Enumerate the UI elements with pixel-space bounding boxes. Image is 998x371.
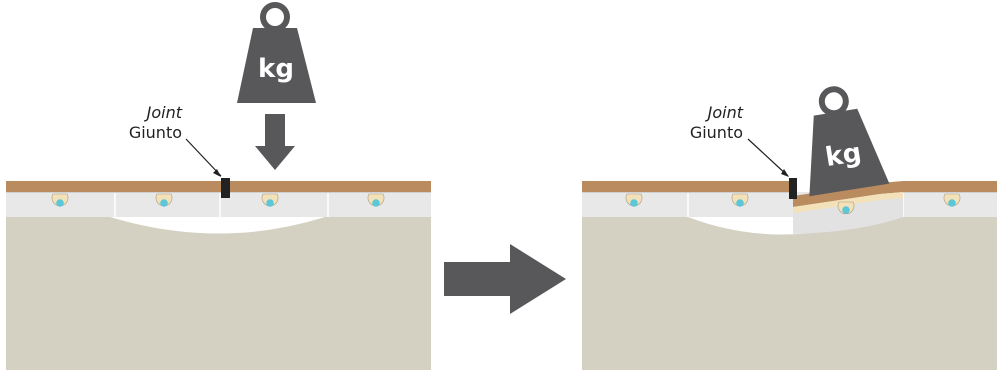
fastener-dot [261, 193, 279, 207]
right-wood-floor-right [903, 181, 997, 192]
left-joint-leader [185, 138, 222, 177]
right-joint-label: Giunto [690, 123, 743, 142]
fastener-dot [51, 193, 69, 207]
left-panel: Joint Giunto kg [6, 2, 431, 370]
left-screed [6, 192, 431, 217]
right-dots [625, 193, 961, 215]
right-substrate [582, 217, 997, 370]
fastener-dot [837, 201, 855, 215]
left-wood-floor [6, 181, 431, 192]
left-deflection-void [110, 217, 325, 234]
left-substrate [6, 217, 431, 370]
right-arrow-icon [444, 244, 566, 314]
left-dots [51, 193, 385, 207]
fastener-dot [731, 193, 749, 207]
right-joint-label-italic: Joint [705, 103, 744, 122]
left-joint-label: Giunto [129, 123, 182, 142]
svg-text:kg: kg [823, 138, 863, 173]
right-joint-leader [747, 138, 789, 177]
right-wood-floor-tilted [793, 181, 903, 207]
svg-text:kg: kg [258, 54, 294, 84]
left-screed-seams [114, 192, 329, 217]
left-down-arrow-icon [255, 114, 295, 170]
right-joint [789, 178, 797, 199]
left-weight-icon: kg [237, 2, 316, 103]
fastener-dot [943, 193, 961, 207]
right-panel: Joint Giunto kg [582, 86, 997, 370]
right-weight-icon: kg [809, 86, 890, 197]
right-wood-floor-left [582, 181, 792, 192]
fastener-dot [367, 193, 385, 207]
left-joint-label-italic: Joint [144, 103, 183, 122]
fastener-dot [155, 193, 173, 207]
left-joint [221, 178, 230, 198]
fastener-dot [625, 193, 643, 207]
